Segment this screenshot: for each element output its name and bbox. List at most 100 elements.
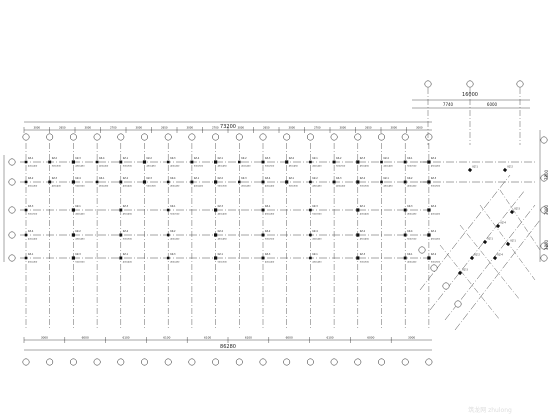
column-tag: KZ-1	[194, 177, 200, 180]
column	[190, 180, 194, 184]
bottom-span-label: 6100	[122, 336, 129, 340]
wing-sub-dimension-b: 6000	[487, 102, 498, 107]
axis-bubble-top	[93, 133, 101, 141]
column-tag: KZ-3	[407, 205, 413, 208]
column-size: 500x500	[52, 166, 62, 168]
column-tag: KZ-3	[241, 177, 247, 180]
column-size: 400x400	[170, 239, 180, 241]
column-tag: KZ-3	[265, 157, 271, 160]
wing-axis-bubble	[424, 80, 432, 88]
column-size: 400x400	[360, 214, 370, 216]
column	[24, 180, 28, 184]
axis-bubble-bottom	[401, 358, 409, 366]
bottom-span-label: 6100	[204, 336, 211, 340]
column-tag: KZ-2	[431, 157, 437, 160]
column-tag: KZ-4	[289, 157, 295, 160]
column-size: 400x400	[407, 262, 417, 264]
axis-bubble-bottom	[425, 358, 433, 366]
wing-diagonal-line	[499, 189, 541, 251]
top-span-label: 2650	[59, 126, 66, 130]
wing-column	[495, 223, 501, 229]
top-span-label: 3000	[135, 126, 142, 130]
column-size: 450x450	[218, 239, 228, 241]
column-tag: KZ-3	[147, 177, 153, 180]
column-size: 400x400	[28, 239, 38, 241]
column-tag: KZ-1	[218, 253, 224, 256]
wing-column-tag: KZ-1	[511, 240, 517, 243]
column-size: 450x450	[265, 214, 275, 216]
top-span-label: 3000	[237, 126, 244, 130]
column	[95, 180, 99, 184]
axis-bubble-bottom	[259, 358, 267, 366]
wing-diagonal-bubble	[442, 282, 450, 290]
column-tag: KZ-3	[431, 177, 437, 180]
column-tag: KZ-4	[218, 230, 224, 233]
column-size: 400x400	[28, 166, 38, 168]
axis-bubble-top	[330, 133, 338, 141]
column-size: 500x500	[218, 186, 228, 188]
column	[71, 208, 75, 212]
axis-bubble-top	[378, 133, 385, 141]
axis-bubble-right	[540, 242, 548, 250]
wing-column	[502, 167, 508, 173]
column-size: 400x400	[241, 166, 251, 168]
top-span-label: 3000	[390, 126, 397, 130]
column-size: 400x400	[407, 186, 417, 188]
axis-bubble-top	[354, 133, 362, 141]
column	[309, 256, 312, 260]
axis-bubble-bottom	[69, 358, 77, 366]
column-size: 450x450	[170, 262, 180, 264]
column	[261, 233, 265, 237]
column	[427, 233, 431, 237]
column-tag: KZ-4	[360, 177, 366, 180]
bottom-span-label: 6000	[367, 336, 374, 340]
column-tag: KZ-3	[265, 253, 271, 256]
wing-diagonal-bubble	[418, 246, 426, 254]
top-span-label: 2650	[161, 126, 168, 130]
column-tag: KZ-2	[241, 157, 247, 160]
axis-bubble-top	[188, 133, 196, 141]
column-tag: KZ-3	[75, 157, 81, 160]
column	[71, 256, 75, 260]
column-size: 500x500	[218, 262, 228, 264]
axis-bubble-bottom	[93, 358, 101, 366]
wing-column	[509, 209, 515, 215]
column	[142, 180, 147, 184]
column-tag: KZ-1	[28, 157, 34, 160]
column	[119, 180, 123, 184]
column	[427, 160, 431, 164]
axis-bubble-top	[22, 133, 30, 141]
top-span-label: 2700	[314, 126, 321, 130]
column-tag: KZ-3	[360, 253, 366, 256]
column-tag: KZ-2	[312, 177, 318, 180]
column	[214, 208, 218, 212]
column-tag: KZ-2	[407, 177, 413, 180]
bottom-span-label: 6000	[286, 336, 293, 340]
column-size: 450x450	[75, 166, 85, 168]
column-size: 450x450	[75, 239, 85, 241]
column-tag: KZ-2	[218, 177, 224, 180]
column	[166, 233, 170, 237]
column-tag: KZ-1	[407, 157, 413, 160]
column-tag: KZ-4	[431, 205, 437, 208]
column-size: 500x500	[265, 166, 275, 168]
column-size: 400x400	[312, 239, 322, 241]
column	[380, 180, 383, 184]
column-size: 400x400	[265, 186, 275, 188]
column	[403, 208, 407, 212]
column-tag: KZ-3	[170, 157, 176, 160]
column	[403, 160, 407, 164]
column-size: 450x450	[407, 214, 417, 216]
column-tag: KZ-4	[28, 230, 34, 233]
column	[214, 256, 218, 260]
column	[403, 180, 407, 184]
column-size: 450x450	[241, 186, 251, 188]
column-tag: KZ-2	[265, 230, 271, 233]
column-tag: KZ-3	[218, 205, 224, 208]
wing-diagonal-bubble	[454, 300, 462, 308]
bottom-span-label: 6100	[245, 336, 252, 340]
right-dimension-c: 3800	[544, 239, 549, 250]
column-tag: KZ-2	[75, 230, 81, 233]
axis-bubble-right	[540, 136, 548, 144]
